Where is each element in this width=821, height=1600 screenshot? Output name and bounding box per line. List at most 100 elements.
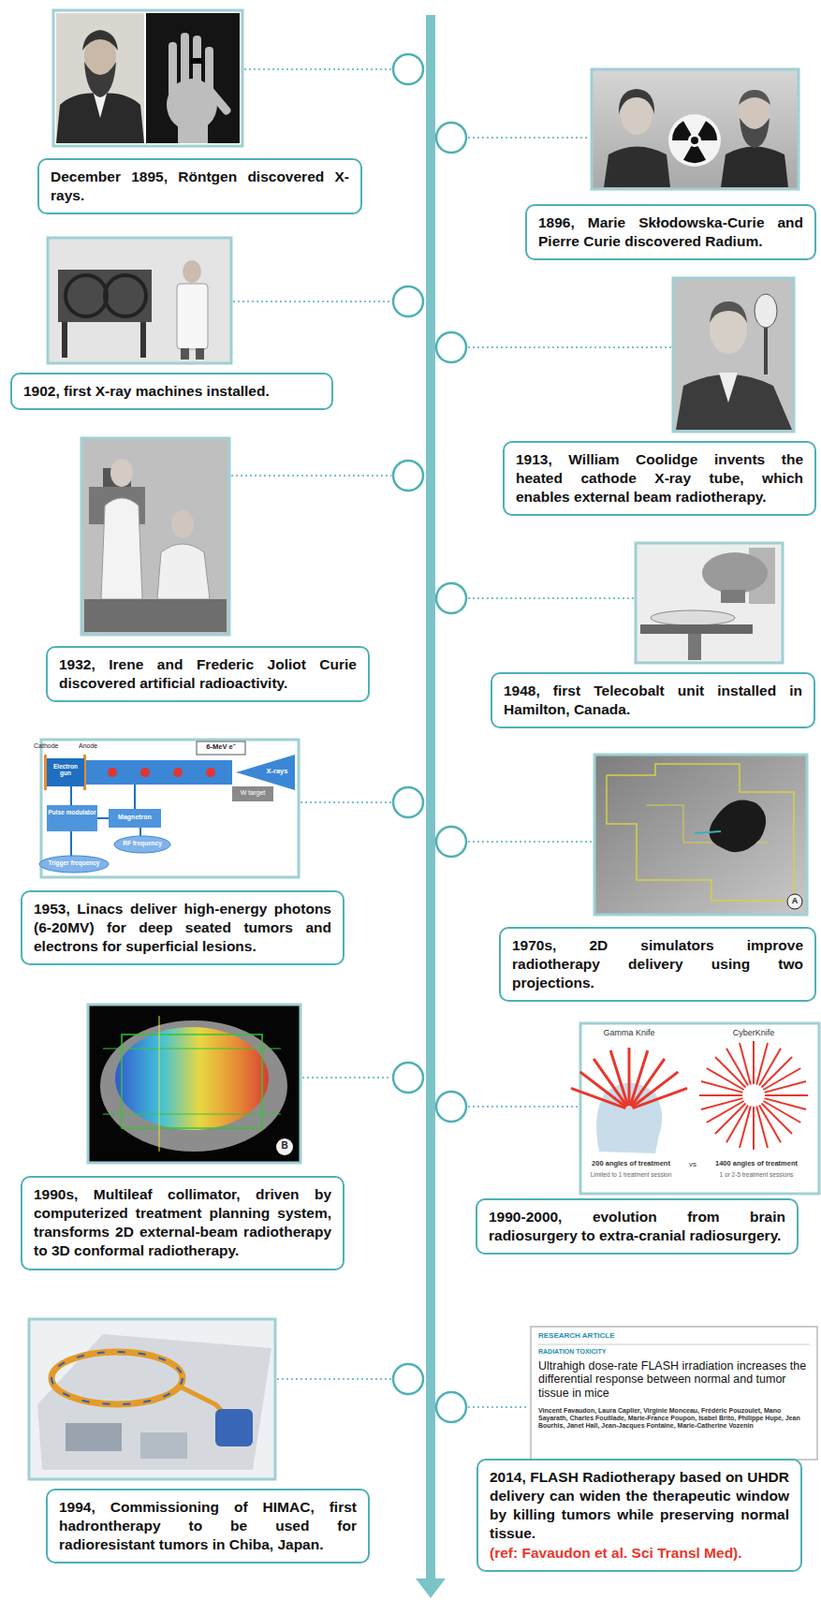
rontgen-photo xyxy=(190,58,203,64)
curie-photo xyxy=(591,69,799,190)
event-text: 1896, Marie Skłodowska-Curie and Pierre … xyxy=(538,213,804,251)
timeline-box: 1990-2000, evolution from brain radiosur… xyxy=(475,1198,799,1255)
radiosurgery-comparison-image xyxy=(701,1081,743,1093)
simulator-image xyxy=(694,831,721,834)
telecobalt-photo xyxy=(688,633,702,660)
mlc-plan-image xyxy=(102,1048,281,1050)
event-text: 1948, first Telecobalt unit installed in… xyxy=(503,681,803,719)
x-ray-machine-photo xyxy=(47,237,232,364)
linac-schematic xyxy=(205,767,216,778)
timeline-marker xyxy=(393,787,424,818)
simulator-image xyxy=(787,894,803,909)
curie-photo xyxy=(672,120,692,141)
leader-line xyxy=(468,136,590,139)
joliot-curie-photo xyxy=(81,438,230,635)
curie-photo xyxy=(720,146,789,189)
joliot-curie-photo xyxy=(101,498,143,600)
timeline-marker xyxy=(436,332,467,363)
comparison-note: vs xyxy=(681,1159,704,1169)
himac-facility-image xyxy=(215,1408,253,1447)
timeline-marker xyxy=(436,122,467,153)
curie-photo xyxy=(603,146,671,189)
radiosurgery-comparison-image xyxy=(759,1104,781,1143)
curie-photo xyxy=(690,136,699,145)
mlc-plan-image xyxy=(159,1015,161,1152)
coolidge-photo xyxy=(673,278,794,432)
timeline-box: 1896, Marie Skłodowska-Curie and Pierre … xyxy=(525,204,817,261)
comparison-note: 1 or 2-5 treatment sessions xyxy=(703,1171,809,1178)
component-label: W target xyxy=(232,789,274,797)
leader-line xyxy=(233,300,392,303)
component-label: 6-MeV e⁻ xyxy=(196,743,246,752)
component-label: RF frequency xyxy=(114,839,171,847)
comparison-note: 1400 angles of treatment xyxy=(703,1159,809,1169)
paper-category: RADIATION TOXICITY xyxy=(538,1348,726,1356)
event-text: December 1895, Röntgen discovered X-rays… xyxy=(50,167,350,206)
rontgen-photo xyxy=(166,32,233,144)
leader-line xyxy=(468,1406,528,1408)
x-ray-machine-photo xyxy=(180,348,190,360)
joliot-curie-photo xyxy=(84,599,227,632)
telecobalt-photo xyxy=(635,542,783,663)
leader-line xyxy=(244,68,392,71)
component-label: Cathode xyxy=(33,742,72,750)
linac-schematic xyxy=(235,754,295,791)
linac-schematic xyxy=(70,786,73,806)
leader-line xyxy=(277,1378,392,1380)
leader-line xyxy=(300,801,392,804)
radiosurgery-comparison-image xyxy=(752,1040,755,1085)
event-text: 1953, Linacs deliver high-energy photons… xyxy=(33,899,332,956)
timeline-axis xyxy=(415,1578,446,1599)
component-label: Magnetron xyxy=(108,813,162,821)
timeline-marker xyxy=(436,1392,467,1423)
timeline-marker xyxy=(393,1062,424,1093)
x-ray-machine-photo xyxy=(182,260,202,283)
simulator-image xyxy=(594,754,807,915)
simulator-image xyxy=(709,799,766,852)
telecobalt-photo xyxy=(635,542,783,663)
timeline-axis xyxy=(425,14,436,1581)
linac-schematic xyxy=(108,808,162,828)
timeline-box: 1902, first X-ray machines installed. xyxy=(10,372,334,411)
joliot-curie-photo xyxy=(171,510,194,539)
leader-line xyxy=(468,346,672,349)
x-ray-machine-photo xyxy=(195,348,205,360)
coolidge-photo xyxy=(718,372,738,403)
timeline-box: 1932, Irene and Frederic Joliot Curie di… xyxy=(45,645,370,703)
linac-schematic xyxy=(39,739,299,878)
event-text: 1902, first X-ray machines installed. xyxy=(23,381,321,401)
paper-excerpt-image xyxy=(538,1344,810,1346)
linac-schematic xyxy=(70,831,73,856)
x-ray-machine-photo xyxy=(58,269,152,323)
timeline-box: 1953, Linacs deliver high-energy photons… xyxy=(20,890,345,966)
radiosurgery-comparison-image xyxy=(756,1042,768,1085)
x-ray-machine-photo xyxy=(47,237,232,364)
curie-photo xyxy=(591,69,799,190)
x-ray-machine-photo xyxy=(176,283,208,350)
timeline-marker xyxy=(393,54,424,85)
event-text: 1970s, 2D simulators improve radiotherap… xyxy=(512,936,804,993)
joliot-curie-photo xyxy=(81,438,230,635)
coolidge-photo xyxy=(673,278,794,432)
panel-letter: B xyxy=(278,1140,292,1152)
linac-schematic xyxy=(43,754,47,791)
comparison-note: 200 angles of treatment xyxy=(582,1159,680,1169)
linac-schematic xyxy=(140,767,150,778)
linac-schematic xyxy=(232,786,274,802)
timeline-box: 1913, William Coolidge invents the heate… xyxy=(502,440,817,516)
x-ray-machine-photo xyxy=(140,322,147,358)
timeline-marker xyxy=(436,826,467,857)
timeline-marker xyxy=(393,460,424,491)
mlc-plan-image xyxy=(87,1004,301,1163)
linac-schematic xyxy=(173,767,183,778)
telecobalt-photo xyxy=(650,610,735,626)
rontgen-photo xyxy=(146,13,240,144)
timeline-box: 1948, first Telecobalt unit installed in… xyxy=(490,672,816,729)
linac-schematic xyxy=(114,835,171,853)
radiosurgery-comparison-image xyxy=(571,1023,820,1194)
radiosurgery-comparison-image xyxy=(752,1106,755,1150)
radiosurgery-comparison-image xyxy=(580,1023,820,1194)
component-label: Electron gun xyxy=(47,762,84,778)
radiosurgery-comparison-image xyxy=(701,1098,743,1110)
